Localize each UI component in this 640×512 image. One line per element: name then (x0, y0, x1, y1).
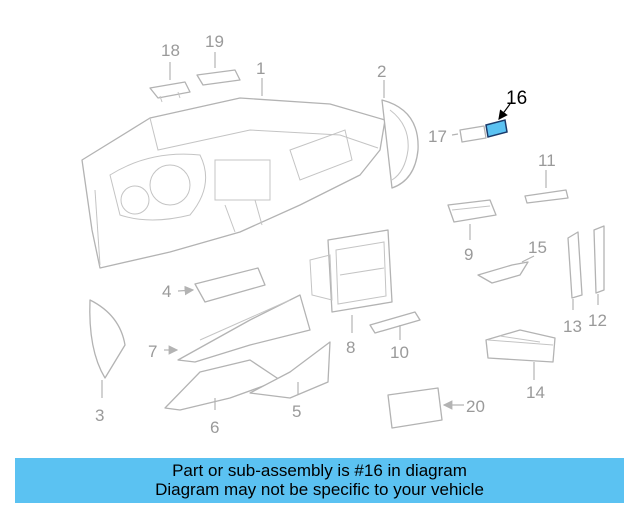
part-1-instrument-panel (81, 97, 386, 269)
part-3-side-trim (89, 299, 126, 379)
callout-15: 15 (528, 238, 547, 257)
part-2-end-panel (381, 99, 419, 189)
callout-6: 6 (210, 418, 219, 437)
part-10-trim (369, 311, 421, 334)
callout-5: 5 (292, 402, 301, 421)
part-4-handle (194, 267, 266, 303)
callout-17: 17 (428, 127, 447, 146)
callout-3: 3 (95, 406, 104, 425)
part-12-pillar-trim (593, 225, 605, 294)
caption-line-2: Diagram may not be specific to your vehi… (155, 480, 484, 499)
callout-11: 11 (538, 151, 556, 170)
callout-12: 12 (588, 311, 607, 330)
parts-diagram: 1 2 18 19 17 16 11 9 15 (81, 32, 607, 437)
part-5-knee-panel (249, 341, 331, 399)
part-9-compartment (447, 199, 497, 223)
part-15-bracket (477, 261, 529, 284)
caption-line-1: Part or sub-assembly is #16 in diagram (172, 461, 467, 480)
callout-14: 14 (526, 383, 545, 402)
callout-16: 16 (506, 88, 527, 109)
callout-20: 20 (466, 397, 485, 416)
part-7-lower-panel (177, 294, 311, 363)
callout-13: 13 (563, 317, 582, 336)
callout-10: 10 (390, 343, 409, 362)
part-13-pillar-trim (567, 231, 583, 299)
caption-banner: Part or sub-assembly is #16 in diagram D… (15, 458, 624, 503)
part-16-highlighted (485, 119, 508, 138)
callout-18: 18 (161, 41, 180, 60)
part-18-clip (149, 81, 191, 103)
part-14-storage-box (485, 329, 556, 363)
callout-7: 7 (148, 342, 157, 361)
callout-2: 2 (377, 62, 386, 81)
callout-4: 4 (162, 282, 171, 301)
part-11-strip (524, 189, 569, 204)
part-20-pad (387, 387, 443, 429)
part-19-clip (196, 69, 241, 86)
callout-9: 9 (464, 245, 473, 264)
part-17-trim (459, 125, 487, 143)
callout-19: 19 (205, 32, 224, 51)
callout-8: 8 (346, 338, 355, 357)
callout-1: 1 (256, 59, 265, 78)
part-6-lower-cover (164, 359, 281, 411)
part-8-console-frame (309, 229, 393, 313)
